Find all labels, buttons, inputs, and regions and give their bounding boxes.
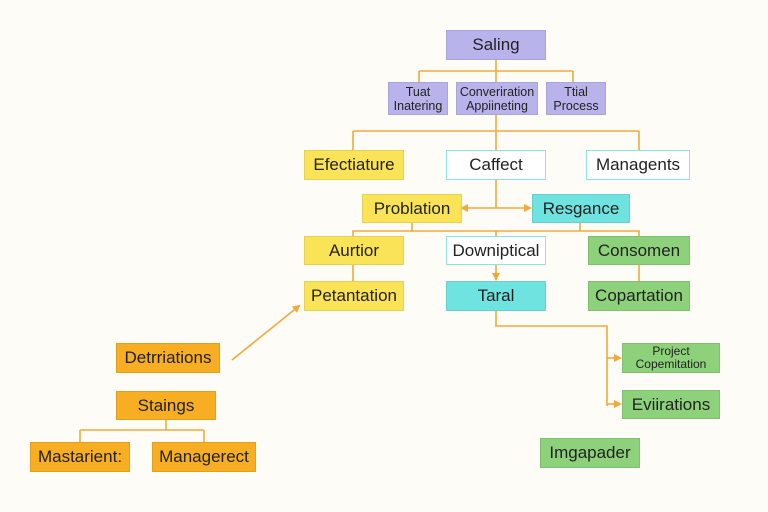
node-petantation: Petantation	[304, 281, 404, 311]
node-label: Efectiature	[313, 155, 395, 174]
node-detrriations: Detrriations	[116, 343, 220, 373]
node-label: Petantation	[310, 286, 397, 305]
node-label: Copartation	[595, 286, 683, 305]
node-label-line1: Tuat	[405, 84, 431, 99]
node-label: Staings	[137, 395, 195, 415]
connector-problation-to-aurtior	[352, 223, 413, 236]
node-project-copemitation: Project Copemitation	[622, 343, 720, 373]
node-label-line2: Copemitation	[635, 357, 707, 371]
node-label-line2: Inatering	[393, 98, 443, 113]
node-taral: Taral	[446, 281, 546, 311]
node-mastarient: Mastarient:	[30, 442, 130, 472]
node-label: Problation	[373, 198, 451, 218]
node-caffect: Caffect	[446, 150, 546, 180]
node-eviirations: Eviirations	[622, 390, 720, 419]
node-tuat-inatering: Tuat Inatering	[388, 82, 448, 115]
node-label: Downiptical	[452, 240, 540, 260]
node-label-line1: Ttial	[564, 84, 588, 99]
node-label: Resgance	[542, 198, 620, 218]
node-label: Eviirations	[631, 394, 711, 414]
node-downiptical: Downiptical	[446, 236, 546, 265]
node-label: Caffect	[469, 155, 523, 174]
node-staings: Staings	[116, 391, 216, 420]
node-converiration: Converiration Appiineting	[456, 82, 538, 115]
node-problation: Problation	[362, 194, 462, 223]
node-copartation: Copartation	[588, 281, 690, 311]
node-aurtior: Aurtior	[304, 236, 404, 265]
node-label: Aurtior	[328, 240, 380, 260]
node-label-line2: Appiineting	[466, 98, 528, 113]
node-label: Managerect	[159, 447, 249, 466]
connector-taral-right	[495, 311, 608, 406]
node-label: Mastarient:	[37, 447, 123, 466]
node-label-line1: Converiration	[459, 84, 535, 99]
node-label: Taral	[477, 286, 515, 305]
node-ttial-process: Ttial Process	[546, 82, 606, 115]
node-label: Detrriations	[124, 348, 212, 367]
arrow-detrriations-to-petantation	[231, 304, 301, 361]
node-managerect: Managerect	[152, 442, 256, 472]
connector-resgance-bus	[496, 230, 640, 236]
node-label-line1: Project	[652, 344, 690, 358]
node-label: Managents	[595, 155, 681, 174]
node-imgapader: Imgapader	[540, 438, 640, 468]
node-consomen: Consomen	[588, 236, 690, 265]
node-saling: Saling	[446, 30, 546, 60]
node-resgance: Resgance	[532, 194, 630, 223]
node-efectiature: Efectiature	[304, 150, 404, 180]
node-label-line2: Process	[553, 98, 599, 113]
node-label: Saling	[472, 35, 520, 54]
node-managents: Managents	[586, 150, 690, 180]
node-label: Imgapader	[549, 443, 631, 462]
node-label: Consomen	[597, 240, 681, 260]
